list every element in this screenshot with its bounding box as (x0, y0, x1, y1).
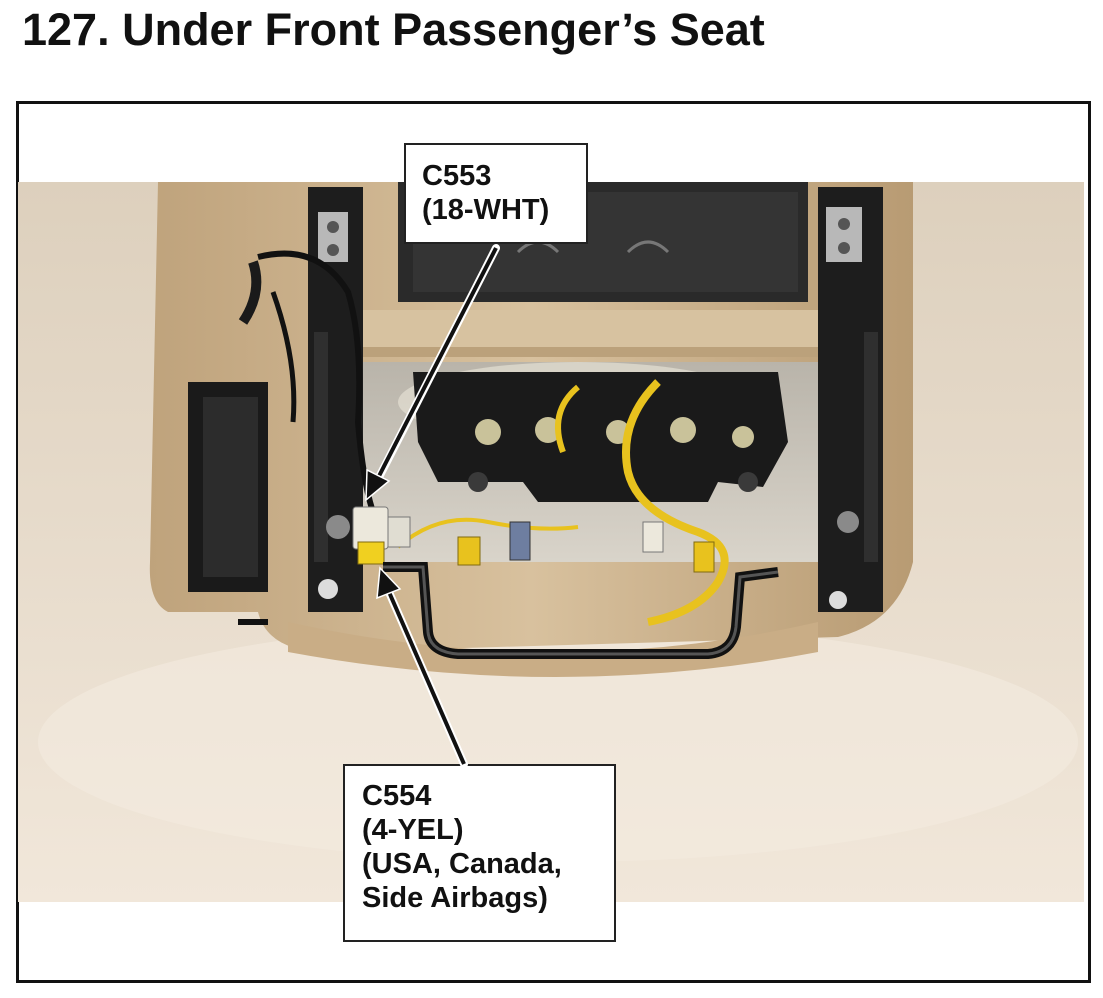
callout-c554-line-2: (4-YEL) (362, 814, 464, 846)
arrow-c554-stroke (387, 591, 466, 765)
arrow-c554-head (376, 566, 402, 600)
yellow-harness (622, 379, 729, 626)
callout-c554-line-1: C554 (362, 780, 432, 812)
page-title: 127. Under Front Passenger’s Seat (22, 4, 765, 55)
callout-c553-line-1: C553 (422, 160, 492, 192)
callout-c554-line-3: (USA, Canada, (362, 848, 562, 880)
callout-c553: C553 (18-WHT) (404, 143, 588, 244)
seat-bracket (413, 372, 788, 502)
left-wire-harness (257, 250, 376, 513)
seat-underside-photo (18, 182, 1084, 902)
arrow-c553-stroke (376, 247, 498, 479)
arrow-c553-head (365, 468, 391, 502)
callout-c553-line-2: (18-WHT) (422, 194, 550, 226)
callout-c554-line-4: Side Airbags) (362, 882, 548, 914)
callout-c554: C554 (4-YEL) (USA, Canada, Side Airbags) (343, 764, 616, 942)
